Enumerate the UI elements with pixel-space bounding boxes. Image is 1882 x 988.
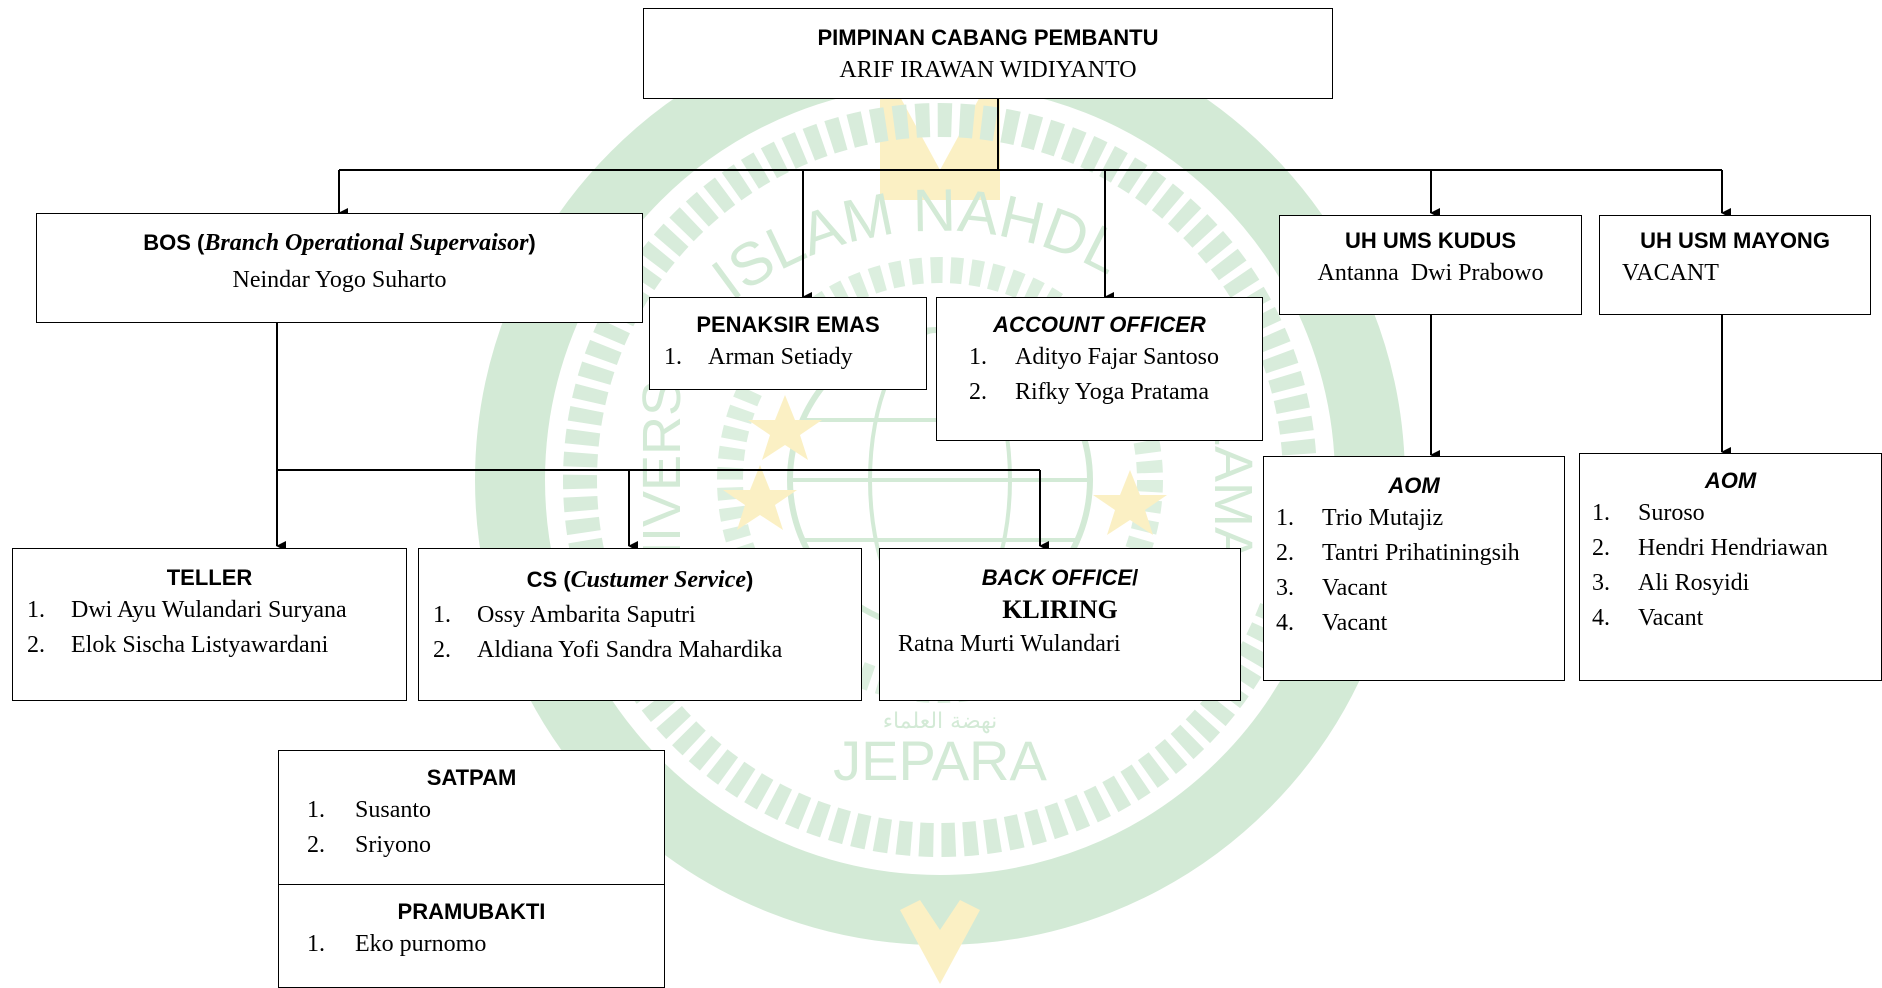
box-pimpinan-cabang: PIMPINAN CABANG PEMBANTU ARIF IRAWAN WID… — [643, 8, 1333, 99]
list-item: 1.Adityo Fajar Santoso — [969, 344, 1219, 370]
list-item: 2.Aldiana Yofi Sandra Mahardika — [433, 637, 783, 663]
box-pramubakti: PRAMUBAKTI 1.Eko purnomo — [278, 884, 665, 988]
box-satpam: SATPAM 1.Susanto 2.Sriyono — [278, 750, 665, 885]
list-item: 2.Elok Sischa Listyawardani — [27, 632, 329, 658]
cs-title: CS (Custumer Service) — [526, 567, 754, 593]
aom1-list: 1.Trio Mutajiz 2.Tantri Prihatiningsih 3… — [1276, 501, 1564, 641]
satpam-list: 1.Susanto 2.Sriyono — [307, 793, 664, 863]
uh-ums-name: Antanna Dwi Prabowo — [1317, 260, 1544, 286]
box-aom-2: AOM 1.Suroso 2.Hendri Hendriawan 3.Ali R… — [1579, 453, 1882, 681]
pramubakti-list: 1.Eko purnomo — [307, 927, 664, 962]
account-officer-title: ACCOUNT OFFICER — [993, 312, 1206, 337]
list-item: 1.Suroso — [1592, 500, 1705, 526]
aom2-title: AOM — [1704, 468, 1757, 493]
back-office-name: Ratna Murti Wulandari — [898, 631, 1121, 657]
box-back-office: BACK OFFICE/ KLIRING Ratna Murti Wulanda… — [879, 548, 1241, 701]
bos-name: Neindar Yogo Suharto — [232, 267, 447, 293]
pimpinan-title: PIMPINAN CABANG PEMBANTU — [817, 25, 1159, 50]
box-aom-1: AOM 1.Trio Mutajiz 2.Tantri Prihatinings… — [1263, 456, 1565, 681]
list-item: 1.Dwi Ayu Wulandari Suryana — [27, 597, 347, 623]
box-uh-ums-kudus: UH UMS KUDUS Antanna Dwi Prabowo — [1279, 215, 1582, 315]
uh-ums-title: UH UMS KUDUS — [1344, 228, 1517, 253]
penaksir-list: 1.Arman Setiady — [664, 340, 926, 375]
list-item: 1.Susanto — [307, 797, 432, 823]
pimpinan-name: ARIF IRAWAN WIDIYANTO — [839, 57, 1137, 83]
list-item: 2.Rifky Yoga Pratama — [969, 379, 1209, 405]
list-item: 1.Ossy Ambarita Saputri — [433, 602, 696, 628]
list-item: 1.Arman Setiady — [664, 344, 853, 370]
list-item: 2.Tantri Prihatiningsih — [1276, 540, 1520, 566]
aom1-title: AOM — [1388, 473, 1440, 498]
pramubakti-title: PRAMUBAKTI — [397, 899, 546, 924]
box-account-officer: ACCOUNT OFFICER 1.Adityo Fajar Santoso 2… — [936, 297, 1263, 441]
uh-usm-title: UH USM MAYONG — [1640, 228, 1830, 253]
list-item: 2.Sriyono — [307, 832, 432, 858]
list-item: 4.Vacant — [1276, 610, 1388, 636]
bos-title: BOS (Branch Operational Supervaisor) — [143, 230, 536, 256]
list-item: 1.Trio Mutajiz — [1276, 505, 1444, 531]
list-item: 4.Vacant — [1592, 605, 1704, 631]
list-item: 3.Vacant — [1276, 575, 1388, 601]
back-office-title: BACK OFFICE/ — [981, 565, 1139, 590]
penaksir-title: PENAKSIR EMAS — [696, 312, 880, 337]
box-teller: TELLER 1.Dwi Ayu Wulandari Suryana 2.Elo… — [12, 548, 407, 701]
list-item: 1.Eko purnomo — [307, 931, 487, 957]
teller-list: 1.Dwi Ayu Wulandari Suryana 2.Elok Sisch… — [27, 593, 406, 663]
box-customer-service: CS (Custumer Service) 1.Ossy Ambarita Sa… — [418, 548, 862, 701]
list-item: 2.Hendri Hendriawan — [1592, 535, 1828, 561]
account-officer-list: 1.Adityo Fajar Santoso 2.Rifky Yoga Prat… — [969, 340, 1262, 410]
box-uh-usm-mayong: UH USM MAYONG VACANT — [1599, 215, 1871, 315]
aom2-list: 1.Suroso 2.Hendri Hendriawan 3.Ali Rosyi… — [1592, 496, 1881, 636]
satpam-title: SATPAM — [426, 765, 517, 790]
box-penaksir-emas: PENAKSIR EMAS 1.Arman Setiady — [649, 297, 927, 390]
teller-title: TELLER — [166, 565, 253, 590]
back-office-subtitle: KLIRING — [1002, 595, 1118, 624]
list-item: 3.Ali Rosyidi — [1592, 570, 1750, 596]
cs-list: 1.Ossy Ambarita Saputri 2.Aldiana Yofi S… — [433, 598, 861, 668]
box-bos: BOS (Branch Operational Supervaisor) Nei… — [36, 213, 643, 323]
uh-usm-name: VACANT — [1622, 260, 1719, 286]
